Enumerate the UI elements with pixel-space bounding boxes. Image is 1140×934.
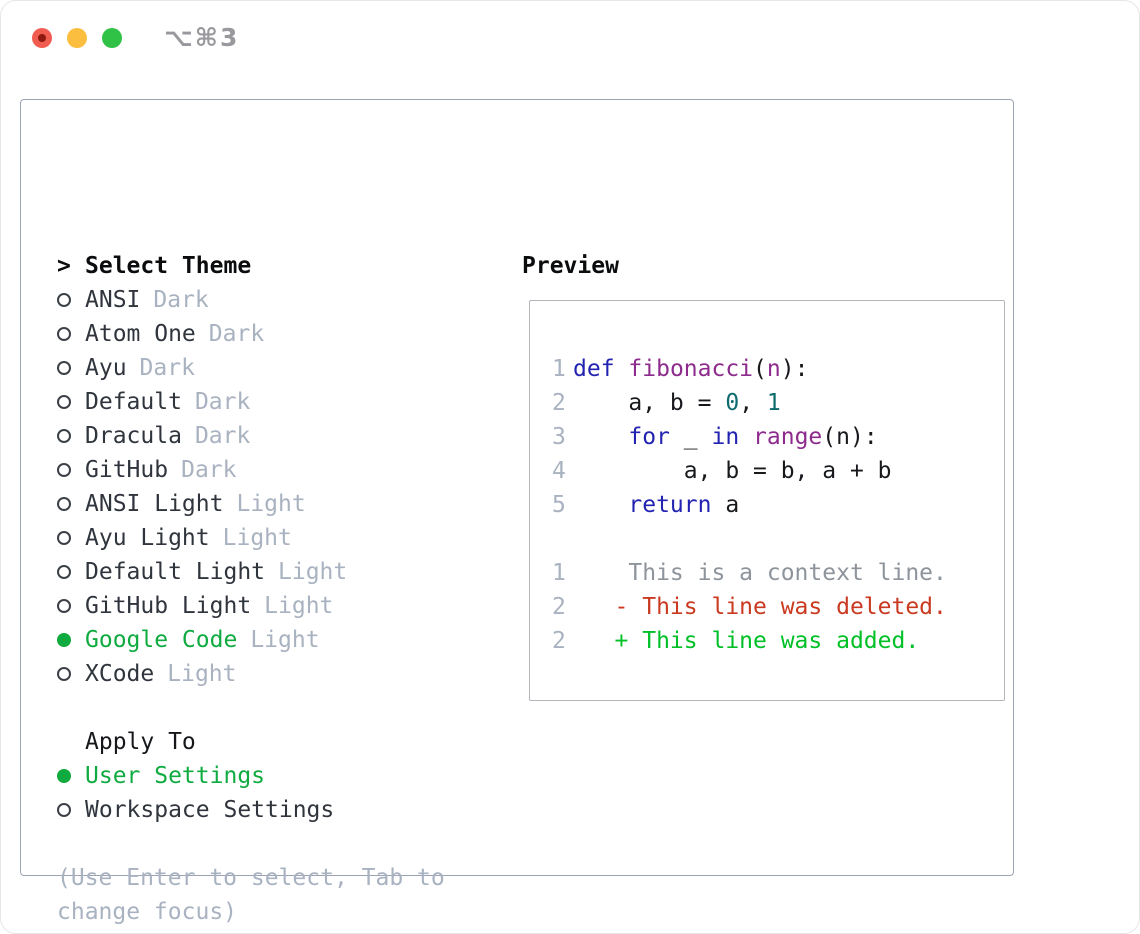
focus-caret-icon: > xyxy=(57,253,71,279)
apply-to-header: Apply To xyxy=(85,729,196,755)
zoom-button[interactable] xyxy=(102,28,122,48)
option-label: Dracula xyxy=(85,423,182,449)
radio-unselected-icon xyxy=(57,463,71,477)
line-number: 3 xyxy=(552,424,566,450)
option-label: GitHub Light xyxy=(85,593,252,619)
option-label: User Settings xyxy=(85,763,266,789)
preview-title: Preview xyxy=(522,253,619,279)
line-content: a, b = b, a + b xyxy=(573,458,892,484)
line-number: 2 xyxy=(552,390,566,416)
line-number: 1 xyxy=(552,356,566,382)
theme-option-dracula-dark[interactable]: Dracula Dark xyxy=(57,419,347,453)
theme-option-default-dark[interactable]: Default Dark xyxy=(57,385,347,419)
option-variant-label: Dark xyxy=(194,423,251,449)
preview-line: 1 def fibonacci(n): xyxy=(552,352,947,386)
option-label: ANSI xyxy=(85,287,141,313)
line-number: 2 xyxy=(552,628,566,654)
line-number: 2 xyxy=(552,594,566,620)
option-variant-label: Light xyxy=(167,661,237,687)
theme-option-default-light-light[interactable]: Default Light Light xyxy=(57,555,347,589)
window-title-shortcut: ⌥⌘3 xyxy=(164,23,240,52)
option-label: Default xyxy=(85,389,182,415)
option-label: Ayu xyxy=(85,355,127,381)
preview-line: 3 for _ in range(n): xyxy=(552,420,947,454)
line-number: 4 xyxy=(552,458,566,484)
radio-unselected-icon xyxy=(57,327,71,341)
close-button[interactable] xyxy=(32,28,52,48)
option-variant-label: Light xyxy=(236,491,306,517)
option-label: Ayu Light xyxy=(85,525,210,551)
line-content: a, b = 0, 1 xyxy=(573,390,781,416)
spacer-row xyxy=(57,691,347,725)
radio-unselected-icon xyxy=(57,293,71,307)
select-theme-header: > Select Theme xyxy=(57,249,347,283)
preview-line: 2 - This line was deleted. xyxy=(552,590,947,624)
option-label: Default Light xyxy=(85,559,266,585)
select-theme-title: Select Theme xyxy=(85,253,252,279)
radio-unselected-icon xyxy=(57,429,71,443)
preview-line: 1 This is a context line. xyxy=(552,556,947,590)
option-variant-label: Light xyxy=(222,525,292,551)
theme-option-ayu-dark[interactable]: Ayu Dark xyxy=(57,351,347,385)
option-variant-label: Dark xyxy=(194,389,251,415)
option-label: GitHub xyxy=(85,457,169,483)
theme-option-ansi-dark[interactable]: ANSI Dark xyxy=(57,283,347,317)
line-content: + This line was added. xyxy=(573,628,920,654)
theme-option-ansi-light-light[interactable]: ANSI Light Light xyxy=(57,487,347,521)
preview-line: 2 a, b = 0, 1 xyxy=(552,386,947,420)
option-label: Google Code xyxy=(85,627,238,653)
radio-unselected-icon xyxy=(57,531,71,545)
option-variant-label: Light xyxy=(250,627,320,653)
line-number: 1 xyxy=(552,560,566,586)
radio-selected-icon xyxy=(57,769,71,783)
radio-unselected-icon xyxy=(57,395,71,409)
keyboard-hint: (Use Enter to select, Tab to change focu… xyxy=(57,865,445,925)
radio-unselected-icon xyxy=(57,361,71,375)
line-content: This is a context line. xyxy=(573,560,947,586)
theme-option-ayu-light-light[interactable]: Ayu Light Light xyxy=(57,521,347,555)
radio-selected-icon xyxy=(57,633,71,647)
preview-line: 5 return a xyxy=(552,488,947,522)
preview-line: 2 + This line was added. xyxy=(552,624,947,658)
option-label: Workspace Settings xyxy=(85,797,335,823)
titlebar: ⌥⌘3 xyxy=(1,1,1139,71)
option-variant-label: Dark xyxy=(208,321,265,347)
radio-unselected-icon xyxy=(57,667,71,681)
option-variant-label: Light xyxy=(264,593,334,619)
option-variant-label: Dark xyxy=(153,287,209,313)
option-label: ANSI Light xyxy=(85,491,224,517)
option-label: Atom One xyxy=(85,321,196,347)
line-content: for _ in range(n): xyxy=(628,424,878,450)
theme-option-github-light-light[interactable]: GitHub Light Light xyxy=(57,589,347,623)
theme-option-github-dark[interactable]: GitHub Dark xyxy=(57,453,347,487)
apply-option-workspace-settings[interactable]: Workspace Settings xyxy=(57,793,347,827)
option-variant-label: Dark xyxy=(181,457,237,483)
line-content: - This line was deleted. xyxy=(573,594,947,620)
line-content: return a xyxy=(628,492,740,518)
line-number: 5 xyxy=(552,492,566,518)
radio-unselected-icon xyxy=(57,565,71,579)
theme-option-xcode-light[interactable]: XCode Light xyxy=(57,657,347,691)
preview-blank-line xyxy=(552,522,947,556)
option-variant-label: Dark xyxy=(139,355,195,381)
radio-unselected-icon xyxy=(57,497,71,511)
theme-option-google-code-light[interactable]: Google Code Light xyxy=(57,623,347,657)
radio-unselected-icon xyxy=(57,803,71,817)
line-content: def fibonacci(n): xyxy=(573,356,809,382)
option-label: XCode xyxy=(85,661,155,687)
radio-unselected-icon xyxy=(57,599,71,613)
close-dot-icon xyxy=(38,34,46,42)
preview-line: 4 a, b = b, a + b xyxy=(552,454,947,488)
apply-option-user-settings[interactable]: User Settings xyxy=(57,759,347,793)
theme-option-atom-one-dark[interactable]: Atom One Dark xyxy=(57,317,347,351)
option-variant-label: Light xyxy=(278,559,348,585)
minimize-button[interactable] xyxy=(67,28,87,48)
